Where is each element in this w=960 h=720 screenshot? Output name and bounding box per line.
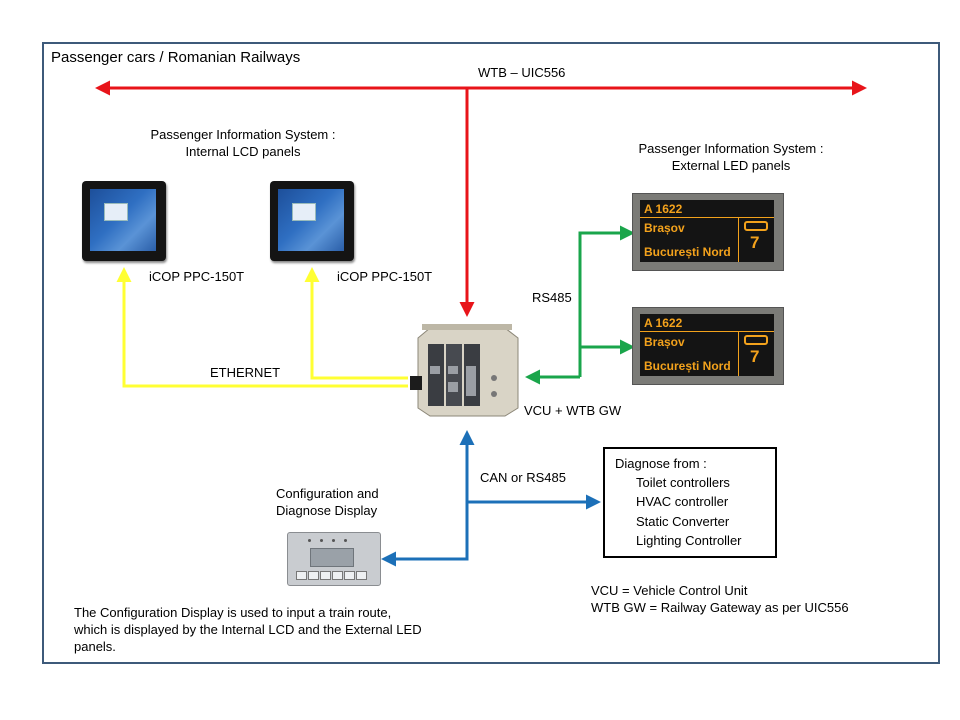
diagram-title: Passenger cars / Romanian Railways [51,49,301,66]
diagnose-header: Diagnose from : [615,456,707,471]
led-divider [640,217,774,218]
led-platform: 7 [750,233,760,252]
bus-icon [744,335,768,345]
indicator-dot [320,539,323,542]
config-display-line2: Diagnose Display [276,503,378,518]
keypad-button [356,571,367,580]
window-icon [104,203,128,221]
can-label: CAN or RS485 [480,470,566,485]
diagnose-item: HVAC controller [636,494,729,509]
led-panel-2: A 1622 Brașov București Nord 7 [632,307,784,385]
lcd-panel-1 [82,181,166,261]
indicator-dot [344,539,347,542]
legend-vcu: VCU = Vehicle Control Unit [591,583,748,598]
keypad-button [320,571,331,580]
indicator-dot [332,539,335,542]
config-display-device [287,532,381,586]
led-route: A 1622 [644,316,683,330]
legend: VCU = Vehicle Control Unit WTB GW = Rail… [591,582,849,616]
vcu-label: VCU + WTB GW [524,403,622,418]
pis-internal-line1: Passenger Information System : [150,127,336,142]
legend-wtb: WTB GW = Railway Gateway as per UIC556 [591,600,849,615]
pis-external-line2: External LED panels [671,158,791,173]
lcd-panel-2 [270,181,354,261]
keypad-button [296,571,307,580]
led-display-face: A 1622 Brașov București Nord 7 [640,200,774,262]
keypad-button [344,571,355,580]
diagnose-item: Toilet controllers [636,475,730,490]
ethernet-label: ETHERNET [210,365,281,380]
keypad-button [332,571,343,580]
config-display-screen [310,548,354,567]
diagnose-item: Lighting Controller [636,533,742,548]
pis-external-title: Passenger Information System : External … [615,140,847,174]
config-display-title: Configuration and Diagnose Display [276,485,379,519]
keypad-button [308,571,319,580]
lcd-panel-2-label: iCOP PPC-150T [337,269,433,284]
note-line3: panels. [74,639,116,654]
note-line1: The Configuration Display is used to inp… [74,605,392,620]
diagnose-box: Diagnose from : Toilet controllers HVAC … [603,447,777,558]
diagnose-item: Static Converter [636,514,730,529]
indicator-dot [308,539,311,542]
rs485-label: RS485 [532,290,572,305]
window-icon [292,203,316,221]
wtb-label: WTB – UIC556 [478,65,566,80]
vcu-device [410,320,520,420]
pis-internal-title: Passenger Information System : Internal … [128,126,358,160]
ethernet-line-2 [304,267,408,380]
led-panel-1: A 1622 Brașov București Nord 7 [632,193,784,271]
lcd-panel-1-label: iCOP PPC-150T [149,269,245,284]
pis-internal-line2: Internal LCD panels [185,144,301,159]
vcu-device-icon [410,324,519,417]
note-text: The Configuration Display is used to inp… [74,604,422,655]
led-to: București Nord [644,245,731,259]
config-display-line1: Configuration and [276,486,379,501]
pis-external-line1: Passenger Information System : [638,141,824,156]
led-from: Brașov [644,221,685,235]
rs485-line-main [578,225,635,377]
note-line2: which is displayed by the Internal LCD a… [74,622,422,637]
ethernet-line-1 [116,267,408,388]
bus-icon [744,221,768,231]
led-platform: 7 [750,347,760,366]
diagram-frame [42,42,940,664]
led-from: Brașov [644,335,685,349]
led-separator [738,218,739,262]
led-to: București Nord [644,359,731,373]
led-route: A 1622 [644,202,683,216]
lcd-screen [278,189,344,251]
led-separator [738,332,739,376]
led-display-face: A 1622 Brașov București Nord 7 [640,314,774,376]
led-divider [640,331,774,332]
lcd-screen [90,189,156,251]
can-line-display [381,430,475,567]
